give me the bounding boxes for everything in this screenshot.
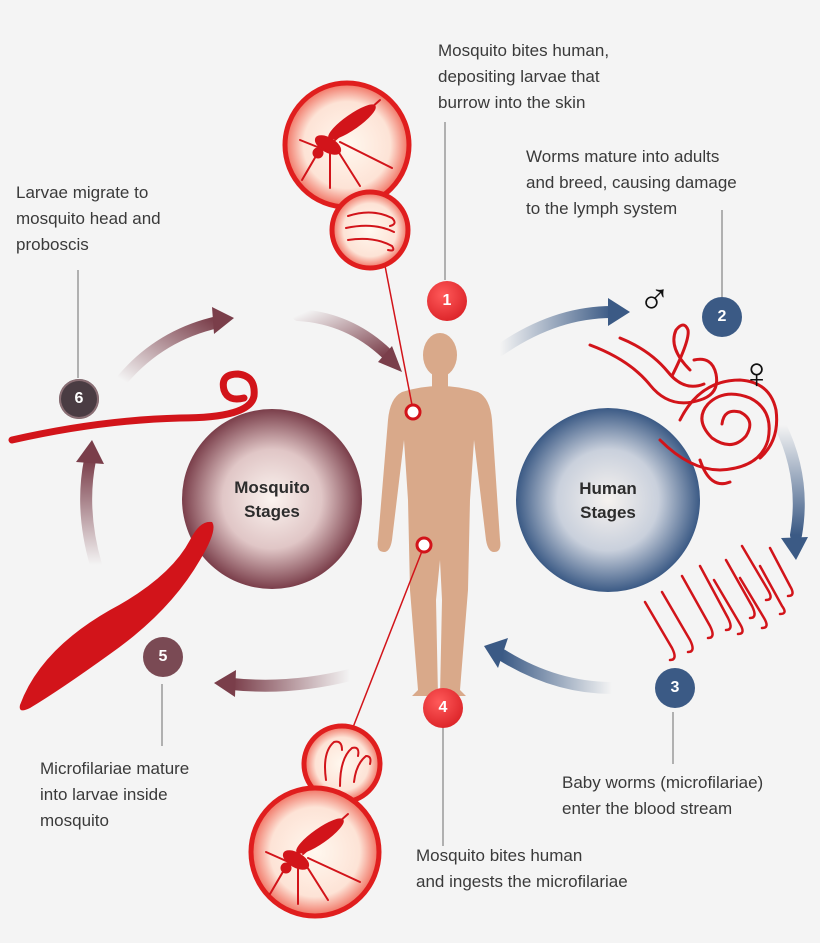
male-symbol-icon: ♂ <box>638 275 671 324</box>
larvae-icon <box>345 211 396 252</box>
mosquito-cycle-arrows <box>76 307 402 697</box>
step-6-badge: 6 <box>59 379 99 419</box>
step-connectors <box>77 122 723 846</box>
larva-worm-icon <box>8 370 258 711</box>
step-4-caption: Mosquito bites human and ingests the mic… <box>416 846 628 891</box>
bite-point-thigh <box>415 536 433 554</box>
human-cycle-arrows <box>484 298 808 694</box>
mosquito-stages-label: Mosquito Stages <box>234 478 310 521</box>
human-stages-circle <box>516 408 700 592</box>
mosquito-icon <box>299 99 393 189</box>
step-2-badge: 2 <box>702 297 742 337</box>
step-4-badge: 4 <box>423 688 463 728</box>
bottom-mosquito-bubble <box>248 723 383 919</box>
microfilariae-group-icon <box>643 544 794 662</box>
adult-worms-icon <box>588 323 779 486</box>
top-mosquito-bubble <box>282 80 412 271</box>
bite-point-shoulder <box>404 403 422 421</box>
step-5-caption: Microfilariae mature into larvae inside … <box>40 759 190 830</box>
step-3-caption: Baby worms (microfilariae) enter the blo… <box>562 773 764 818</box>
microfilariae-icon <box>324 740 372 787</box>
mosquito-stages-circle <box>182 409 362 589</box>
step-2-caption: Worms mature into adults and breed, caus… <box>526 147 737 218</box>
mosquito-icon <box>265 813 361 905</box>
step-6-caption: Larvae migrate to mosquito head and prob… <box>16 183 161 254</box>
human-figure-icon <box>377 333 501 696</box>
step-5-badge: 5 <box>143 637 183 677</box>
human-stages-label: Human Stages <box>579 479 637 522</box>
step-3-badge: 3 <box>655 668 695 708</box>
step-1-badge: 1 <box>427 281 467 321</box>
female-symbol-icon: ♀ <box>740 349 773 398</box>
step-1-caption: Mosquito bites human, depositing larvae … <box>438 41 610 112</box>
